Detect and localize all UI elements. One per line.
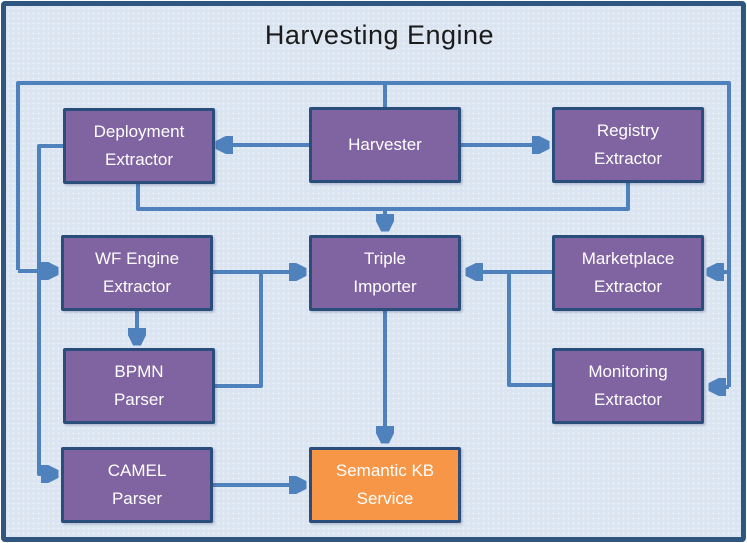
node-semantic-kb-service: Semantic KB Service	[309, 447, 461, 523]
node-marketplace-extractor: Marketplace Extractor	[552, 235, 704, 311]
node-wf-engine-extractor: WF Engine Extractor	[61, 235, 213, 311]
node-camel-parser: CAMEL Parser	[61, 447, 213, 523]
node-deployment-extractor: Deployment Extractor	[63, 108, 215, 184]
connector-lines	[16, 81, 731, 543]
node-registry-extractor: Registry Extractor	[552, 107, 704, 183]
node-monitoring-extractor: Monitoring Extractor	[552, 348, 704, 424]
edge-bpmn-elbow	[214, 272, 263, 388]
node-triple-importer: Triple Importer	[309, 235, 461, 311]
node-harvester: Harvester	[309, 107, 461, 183]
diagram-title: Harvesting Engine	[264, 20, 495, 50]
node-bpmn-parser: BPMN Parser	[63, 348, 215, 424]
edge-deployment-to-camel	[37, 144, 64, 474]
edge-monitoring-elbow	[507, 272, 553, 387]
edge-top-rail	[16, 81, 731, 387]
edge-merge-rail	[136, 182, 630, 211]
